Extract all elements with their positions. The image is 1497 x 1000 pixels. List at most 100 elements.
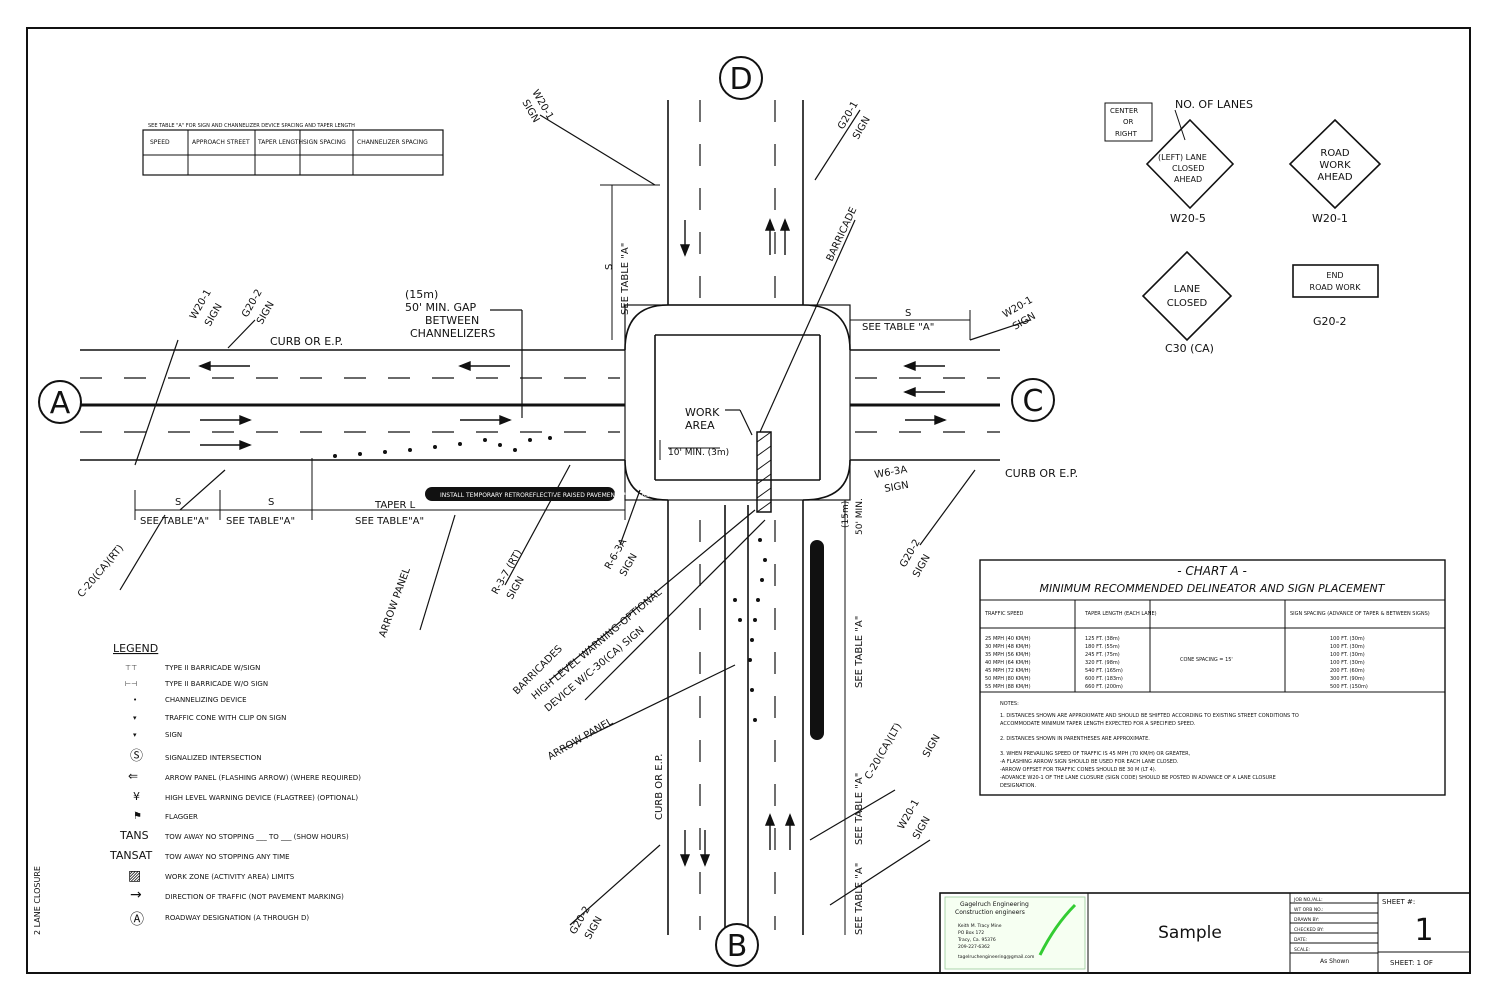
sign-w6-3a: W6-3A [874, 464, 909, 481]
drawing-text: CONE SPACING = 15' [1180, 657, 1233, 663]
see-table-1: SEE TABLE"A" [140, 516, 209, 527]
dimension-lines [134, 184, 971, 935]
sign-arrow-panel-s: ARROW PANEL [546, 716, 615, 762]
sign-high-level: HIGH LEVEL WARNING-OPTIONAL [530, 587, 665, 702]
scale-value: As Shown [1320, 958, 1349, 965]
drawing-text: 500 FT. (150m) [1330, 684, 1368, 690]
drawing-text: 660 FT. (200m) [1085, 684, 1123, 690]
project-title: Sample [1158, 923, 1222, 943]
roadway-c-circle [1011, 378, 1055, 422]
top-table-h2: TAPER LENGTH [257, 139, 303, 146]
taper-l-west: TAPER L [374, 500, 416, 511]
legend-title: LEGEND [113, 642, 158, 655]
gap-note-2: 50' MIN. GAP [405, 301, 477, 314]
drawing-text: 320 FT. (98m) [1085, 660, 1120, 666]
chart-a-h0: TRAFFIC SPEED [984, 611, 1024, 617]
drawing-text: DRAWN BY: [1294, 917, 1319, 923]
center-right-2: OR [1123, 118, 1134, 126]
drawing-text: 45 MPH (72 KM/H) [985, 668, 1031, 674]
channelizing-devices [333, 436, 767, 722]
work-area-2: AREA [685, 419, 715, 432]
drawing-text: 209-227-6362 [958, 944, 990, 950]
drawing-text: 100 FT. (30m) [1330, 652, 1365, 658]
g20-2-code: G20-2 [1313, 315, 1347, 328]
min-10: 10' MIN. (3m) [668, 448, 729, 458]
drawing-text: WT ORB NO.: [1294, 907, 1324, 913]
drawing-text: 2. DISTANCES SHOWN IN PARENTHESES ARE AP… [1000, 736, 1150, 742]
drawing-text: Tracy, Ca. 95376 [957, 937, 996, 943]
w20-1-diamond [1288, 118, 1382, 210]
drawing-text: ARROW PANEL (FLASHING ARROW) (WHERE REQU… [165, 774, 361, 782]
logo-swoosh-icon [1038, 903, 1077, 956]
c30-code: C30 (CA) [1165, 342, 1214, 355]
chart-a-notes-title: NOTES: [1000, 701, 1019, 707]
drawing-text: 540 FT. (165m) [1085, 668, 1123, 674]
drawing-text: 35 MPH (56 KM/H) [985, 652, 1031, 658]
table-a-reference: SEE TABLE "A" FOR SIGN AND CHANNELIZER D… [142, 123, 444, 176]
leader-lines [119, 109, 1031, 926]
chart-a-h3: SIGN SPACING (ADVANCE OF TAPER & BETWEEN… [1290, 611, 1430, 617]
drawing-text: Ⓢ [130, 749, 143, 764]
drawing-text: 30 MPH (48 KM/H) [985, 644, 1031, 650]
c30-diamond [1141, 250, 1233, 342]
see-table-south-2: SEE TABLE "A" [854, 773, 865, 845]
drawing-text: SIGN [165, 731, 182, 739]
drawing-text: FLAGGER [165, 813, 198, 821]
company-tagline: Construction engineers [955, 909, 1025, 916]
top-table-h3: SIGN SPACING [303, 139, 346, 146]
drawing-text: tagelruchengineering@gmail.com [958, 954, 1034, 960]
top-table-h0: SPEED [150, 139, 170, 146]
drawing-text: JOB NO./ALL: [1293, 897, 1323, 903]
w20-1-text-2: WORK [1319, 160, 1351, 171]
roadway-d-label: D [729, 62, 752, 97]
drawing-text: TANS [119, 829, 149, 842]
center-right-3: RIGHT [1115, 130, 1138, 138]
drawing-text: TYPE II BARRICADE W/O SIGN [164, 680, 268, 688]
drawing-text: 245 FT. (75m) [1085, 652, 1120, 658]
drawing-text: 300 FT. (90m) [1330, 676, 1365, 682]
drawing-text: -ARROW OFFSET FOR TRAFFIC CONES SHOULD B… [1000, 767, 1157, 773]
c30-text-1: LANE [1174, 284, 1200, 295]
c30-text-2: CLOSED [1167, 298, 1208, 309]
drawing-text: ACCOMMODATE MINIMUM TAPER LENGTH EXPECTE… [1000, 721, 1196, 727]
top-table-h1: APPROACH STREET [192, 139, 250, 146]
drawing-text: ▾ [133, 731, 137, 739]
w20-1-code: W20-1 [1312, 212, 1348, 225]
install-markers-south [810, 540, 824, 740]
w20-1-text-3: AHEAD [1317, 172, 1353, 183]
gap-note-1: (15m) [405, 288, 438, 301]
sheet-label: SHEET #: [1382, 898, 1415, 906]
sign-barricade-n: BARRICADE [825, 206, 860, 264]
min-50-south-2: 50' MIN. [855, 498, 865, 535]
s-label-2: S [268, 497, 274, 508]
top-table-caption: SEE TABLE "A" FOR SIGN AND CHANNELIZER D… [148, 123, 355, 129]
sheet-number: 1 [1414, 913, 1433, 948]
drawing-text: ⚑ [133, 811, 142, 822]
w20-5-text-2: CLOSED [1172, 164, 1204, 173]
drawing-text: TANSAT [109, 849, 152, 862]
drawing-text: ▾ [133, 714, 137, 722]
see-table-south-3: SEE TABLE "A" [854, 863, 865, 935]
drawing-text: TOW AWAY NO STOPPING ANY TIME [164, 853, 290, 861]
drawing-text: -ADVANCE W20-1 OF THE LANE CLOSURE (SIGN… [1000, 775, 1276, 781]
drawing-text: 100 FT. (30m) [1330, 644, 1365, 650]
lane-dashes [80, 100, 1000, 930]
side-label: 2 LANE CLOSURE [33, 866, 42, 935]
gap-note-3: BETWEEN [425, 314, 479, 327]
work-zone-hatch [756, 431, 772, 513]
min-50-south-1: (15m) [841, 501, 851, 528]
drawing-text: 600 FT. (183m) [1085, 676, 1123, 682]
sign-w20-1-s-sign: SIGN [911, 815, 933, 842]
g20-2-text-1: END [1326, 271, 1343, 280]
drawing-text: TRAFFIC CONE WITH CLIP ON SIGN [164, 714, 286, 722]
drawing-text: 180 FT. (55m) [1085, 644, 1120, 650]
plan-labels: CURB OR E.P. CURB OR E.P. (15m) 50' MIN.… [140, 243, 1078, 935]
drawing-text: 50 MPH (80 KM/H) [985, 676, 1031, 682]
chart-a: - CHART A - MINIMUM RECOMMENDED DELINEAT… [979, 559, 1446, 796]
g20-2-text-2: ROAD WORK [1310, 283, 1362, 292]
drawing-text: PO Box 172 [958, 930, 984, 936]
drawing-text: ⊢⊣ [125, 680, 137, 688]
chart-a-h1: TAPER LENGTH (EACH LANE) [1084, 611, 1157, 617]
drawing-text: SCALE: [1294, 947, 1310, 953]
drawing-text: ROADWAY DESIGNATION (A THROUGH D) [165, 914, 309, 922]
